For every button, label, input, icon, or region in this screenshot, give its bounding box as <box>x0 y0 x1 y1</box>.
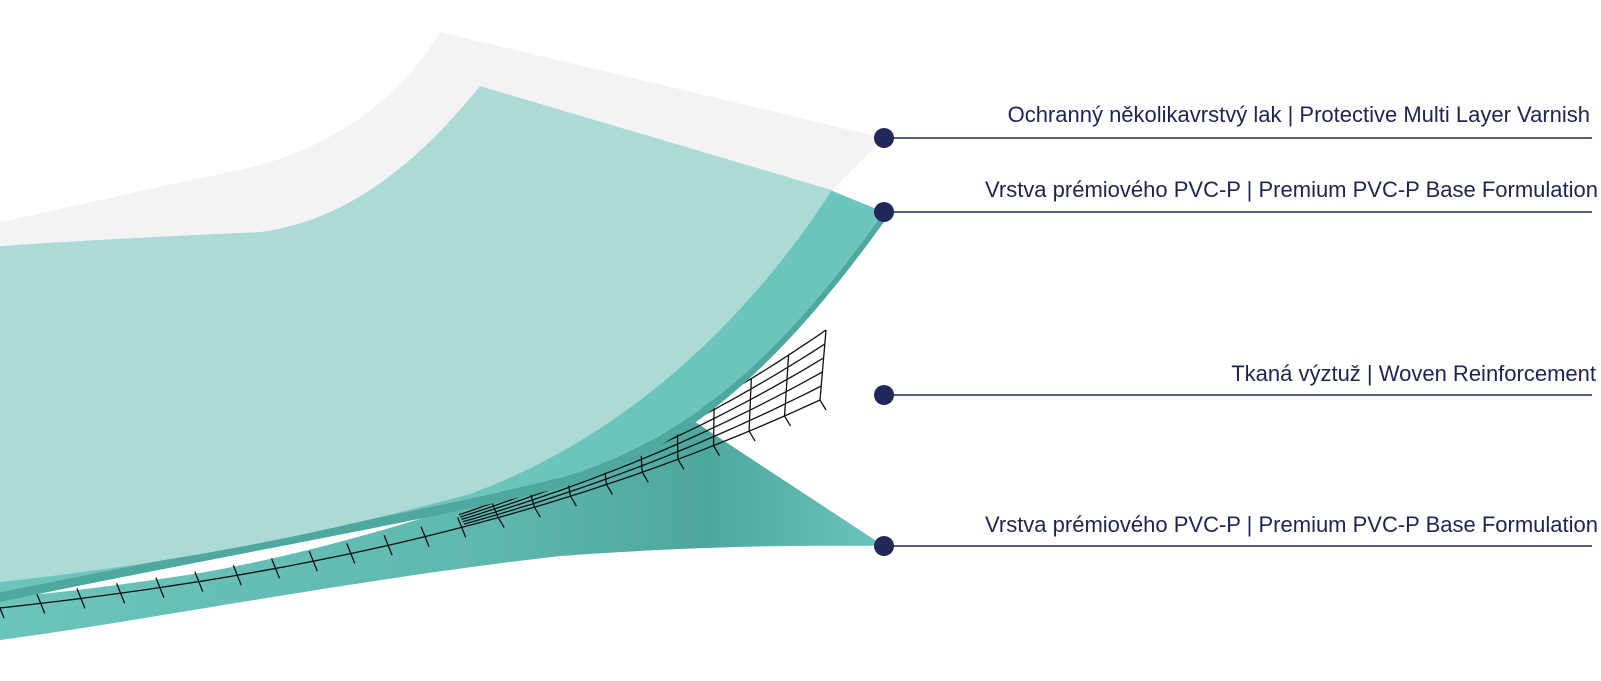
label-varnish: Ochranný několikavrstvý lak | Protective… <box>1008 102 1590 127</box>
mesh-thread <box>0 606 5 619</box>
marker-dot <box>874 128 894 148</box>
callout-pvc-bottom: Vrstva prémiového PVC-P | Premium PVC-P … <box>874 512 1598 556</box>
pvc-top-layer-underside <box>0 212 884 602</box>
callout-varnish: Ochranný několikavrstvý lak | Protective… <box>874 102 1592 148</box>
mesh-thread <box>232 564 242 586</box>
mesh-thread <box>819 329 827 411</box>
mesh-thread <box>462 371 823 523</box>
marker-dot <box>874 536 894 556</box>
marker-dot <box>874 385 894 405</box>
label-pvc-top: Vrstva prémiového PVC-P | Premium PVC-P … <box>985 177 1598 202</box>
mesh-thread <box>383 535 393 556</box>
mesh-thread <box>308 550 318 572</box>
callout-pvc-top: Vrstva prémiového PVC-P | Premium PVC-P … <box>874 177 1598 222</box>
mesh-thread <box>194 571 204 592</box>
mesh-thread <box>346 543 356 564</box>
mesh-thread <box>783 355 792 427</box>
mesh-thread <box>457 517 467 538</box>
mesh-thread <box>420 526 430 547</box>
mesh-thread <box>36 593 46 614</box>
mesh-thread <box>115 582 126 604</box>
label-reinforcement: Tkaná výztuž | Woven Reinforcement <box>1231 361 1596 386</box>
pvc-bottom-layer <box>0 412 884 640</box>
varnish-layer <box>0 32 884 246</box>
mesh-thread <box>491 502 505 528</box>
mesh-thread <box>748 378 756 442</box>
mesh-thread <box>712 400 721 456</box>
pvc-top-layer-face <box>0 86 832 582</box>
mesh-thread <box>76 588 86 609</box>
pvc-top-layer-edge <box>0 190 884 592</box>
label-pvc-bottom: Vrstva prémiového PVC-P | Premium PVC-P … <box>985 512 1598 537</box>
mesh-thread <box>463 385 822 525</box>
callout-reinforcement: Tkaná výztuž | Woven Reinforcement <box>874 361 1596 405</box>
mesh-thread <box>155 577 165 598</box>
marker-dot <box>874 202 894 222</box>
mesh-thread <box>270 558 281 579</box>
